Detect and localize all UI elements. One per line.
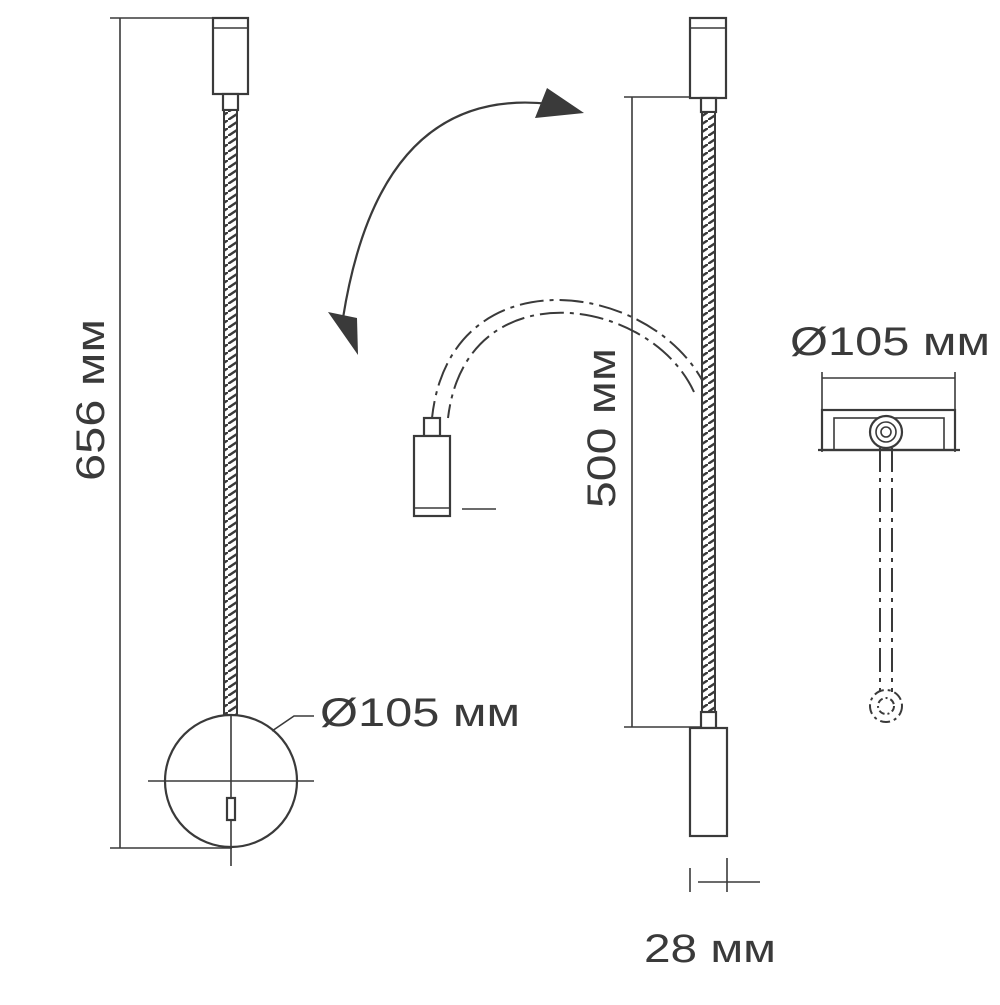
top-pivot-middle (875, 421, 897, 443)
front-view: 656 мм Ø105 мм (69, 16, 520, 866)
front-diameter-leader (271, 715, 314, 732)
top-pivot-inner (880, 426, 892, 438)
rotation-indicator (328, 88, 584, 355)
side-mount-cap (688, 16, 728, 100)
mount-collar (221, 92, 240, 112)
side-view: 500 мм 28 мм (412, 16, 776, 971)
height-dimension-label: 656 мм (69, 319, 113, 481)
base-switch (225, 796, 237, 822)
rotation-arc (341, 101, 551, 319)
bent-head-collar (422, 416, 442, 438)
top-view: Ø105 мм (790, 320, 990, 723)
top-head-outer (869, 689, 903, 723)
front-diameter-label: Ø105 мм (320, 691, 520, 735)
bent-rod-inner (447, 311, 695, 419)
side-mount-collar (699, 96, 718, 114)
bent-lamp-head (412, 434, 452, 518)
side-head-collar (699, 710, 718, 730)
mount-cap (211, 16, 250, 96)
top-pivot-outer (868, 414, 904, 450)
flex-rod (223, 109, 238, 716)
bent-rod-outer (431, 299, 709, 419)
rotation-arrowhead-bottom (328, 312, 358, 355)
side-flex-rod (701, 111, 716, 713)
top-diameter-label: Ø105 мм (790, 320, 990, 364)
side-lamp-head (688, 726, 729, 838)
top-head-inner (877, 697, 895, 715)
length-dimension-label: 500 мм (580, 348, 624, 508)
width-dimension-label: 28 мм (644, 927, 776, 971)
rotation-arrowhead-top (535, 88, 584, 118)
